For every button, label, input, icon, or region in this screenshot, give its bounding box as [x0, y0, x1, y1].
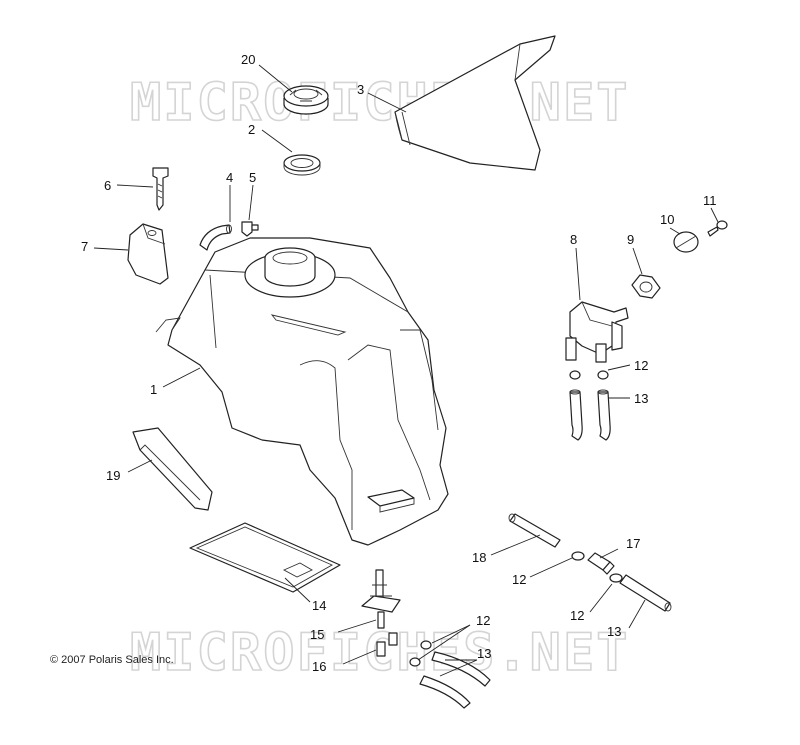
callout-2: 2: [248, 122, 255, 137]
vent-hose: [199, 224, 232, 251]
callout-3: 3: [357, 82, 364, 97]
callout-5: 5: [249, 170, 256, 185]
callout-7: 7: [81, 239, 88, 254]
hose-clamp-pair-lower: [409, 640, 432, 667]
callout-11: 11: [703, 193, 717, 208]
callout-14: 14: [312, 598, 326, 613]
callout-15: 15: [310, 627, 324, 642]
callout-12-pickup: 12: [476, 613, 490, 628]
callout-12-lower: 12: [570, 608, 584, 623]
fuel-hose-pair-upper: [569, 389, 611, 441]
hose-clamp-lower-right: [609, 573, 623, 583]
pickup-fittings: [376, 632, 398, 657]
callout-16: 16: [312, 659, 326, 674]
callout-13-long: 13: [607, 624, 621, 639]
screw: [707, 220, 728, 237]
callout-4: 4: [226, 170, 233, 185]
fuel-hose-pair-lower: [419, 651, 491, 709]
fuel-tank: [155, 237, 449, 546]
callout-18: 18: [472, 550, 486, 565]
fuel-valve: [565, 301, 629, 363]
callout-12-filter: 12: [512, 572, 526, 587]
leader-lines: [93, 64, 719, 677]
cap-washer: [673, 231, 699, 253]
copyright-notice: © 2007 Polaris Sales Inc.: [50, 654, 174, 666]
callout-13-valve: 13: [634, 391, 648, 406]
cap-gasket: [283, 154, 321, 176]
callout-8: 8: [570, 232, 577, 247]
callout-13-pickup: 13: [477, 646, 491, 661]
callout-6: 6: [104, 178, 111, 193]
callout-19: 19: [106, 468, 120, 483]
hose-clamp-pair-upper: [569, 370, 609, 380]
bolt: [152, 167, 169, 211]
callout-17: 17: [626, 536, 640, 551]
tank-pad: [189, 522, 341, 593]
elbow-fitting: [241, 221, 259, 237]
fuel-pickup: [361, 569, 401, 629]
fuel-filter: [587, 552, 615, 575]
heat-shield-plate: [132, 427, 213, 511]
callout-1: 1: [150, 382, 157, 397]
mounting-bracket: [127, 223, 169, 285]
callout-10: 10: [660, 212, 674, 227]
hose-clamp-inline: [571, 551, 585, 561]
callout-9: 9: [627, 232, 634, 247]
short-fuel-hose: [508, 513, 561, 548]
callout-20: 20: [241, 52, 255, 67]
long-fuel-hose: [619, 574, 672, 612]
hex-nut: [631, 274, 661, 299]
fuel-cap: [283, 85, 329, 115]
callout-12-valve: 12: [634, 358, 648, 373]
watermark-top: MICROFICHES.NET: [130, 73, 630, 133]
foam-pad: [394, 35, 556, 171]
